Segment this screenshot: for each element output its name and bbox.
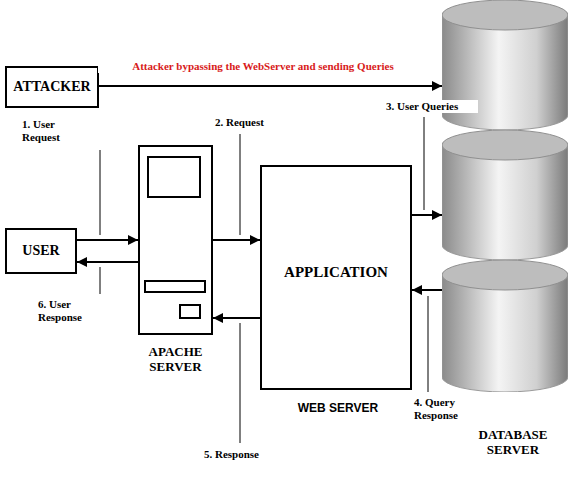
attacker-box: ATTACKER (5, 66, 99, 108)
arrow-connector (77, 239, 138, 241)
server-panel (148, 157, 200, 197)
node-label: ATTACKER (13, 79, 90, 95)
database-outline (442, 0, 568, 392)
user-box: USER (5, 228, 77, 274)
server-slot (145, 281, 205, 292)
application-box: APPLICATIONWEB SERVER (260, 165, 412, 390)
leader-line (100, 150, 101, 235)
node-label: APACHE SERVER (123, 345, 228, 375)
node-caption: WEB SERVER (247, 402, 429, 416)
arrow-connector (412, 214, 442, 216)
step-label: 4. Query Response (414, 396, 470, 422)
apache-server-icon: APACHE SERVER (138, 145, 213, 335)
step-label: 3. User Queries (386, 100, 478, 113)
leader-line (100, 267, 101, 294)
arrow-connector (412, 289, 442, 291)
leader-line (240, 323, 241, 443)
step-label: 1. User Request (22, 118, 74, 144)
database-disc (442, 130, 568, 160)
arrow-connector (213, 239, 260, 241)
database-disc (442, 0, 568, 30)
leader-line (424, 117, 425, 210)
node-label: USER (22, 243, 59, 259)
node-label: APPLICATION (284, 264, 388, 281)
server-button (180, 305, 200, 318)
arrow-connector (77, 261, 138, 263)
node-label: DATABASE SERVER (468, 428, 558, 458)
attack-label: Attacker bypassing the WebServer and sen… (98, 60, 428, 73)
leader-line (428, 296, 429, 392)
arrow-connector (213, 317, 260, 319)
arrow-connector (99, 85, 442, 87)
database-body (442, 145, 568, 260)
step-label: 6. User Response (38, 298, 93, 324)
leader-line (240, 134, 241, 235)
database-cylinder: DATABASE SERVER (442, 0, 568, 392)
database-disc (442, 260, 568, 290)
server-case (139, 146, 212, 334)
step-label: 2. Request (215, 116, 275, 129)
step-label: 5. Response (204, 448, 284, 461)
database-body (442, 275, 568, 392)
server-outline (138, 145, 213, 335)
